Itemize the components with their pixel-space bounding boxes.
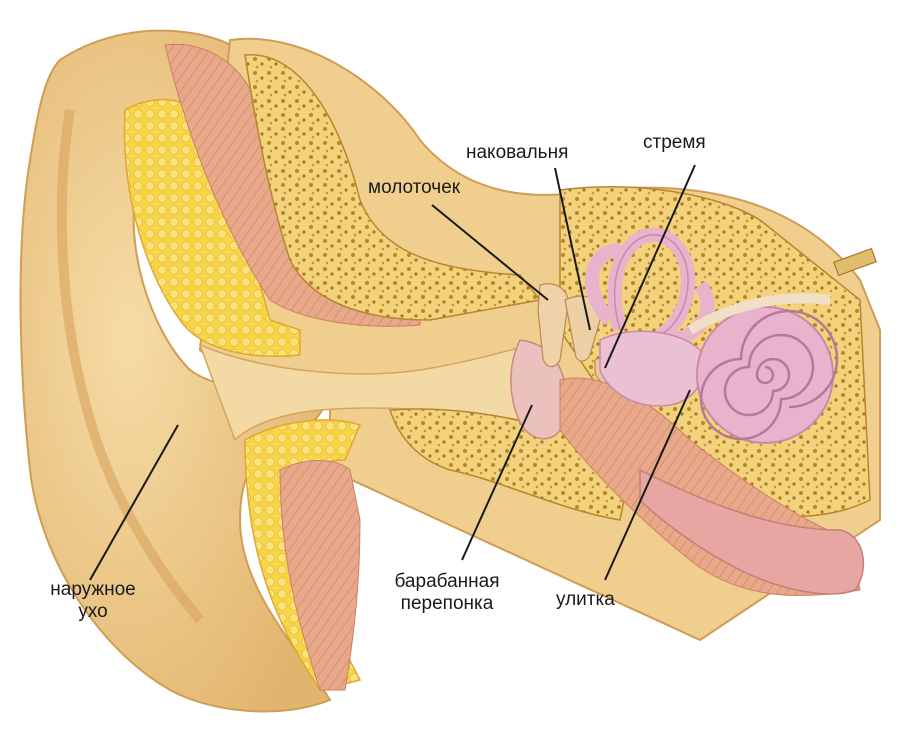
muscle-bottom <box>279 460 361 691</box>
leader-stapes <box>604 164 696 369</box>
muscle-top <box>164 43 421 327</box>
label-stapes: стремя <box>643 132 706 153</box>
leader-eardrum <box>461 404 533 561</box>
label-eardrum-line2: перепонка <box>400 593 494 614</box>
label-eardrum-line1: барабанная <box>394 571 500 592</box>
label-malleus: молоточек <box>368 177 461 198</box>
label-cochlea: улитка <box>556 589 615 610</box>
leader-incus <box>554 167 591 331</box>
eustachian-tube <box>639 468 865 595</box>
label-eardrum: барабанная перепонка <box>372 571 522 615</box>
label-incus: наковальня <box>466 142 569 163</box>
leader-outer-ear <box>89 424 179 581</box>
outer-ear-fold <box>56 109 204 624</box>
leader-malleus <box>431 204 549 301</box>
label-outer-ear: наружное ухо <box>28 579 158 623</box>
label-outer-ear-line2: ухо <box>78 601 108 622</box>
cochlea-shape <box>696 306 839 444</box>
label-outer-ear-line1: наружное <box>50 579 136 600</box>
auditory-nerve <box>687 293 831 335</box>
temporal-bone-top <box>244 54 542 321</box>
malleus-shape <box>537 283 569 368</box>
leader-cochlea <box>604 389 691 581</box>
bone-peg <box>833 247 877 277</box>
